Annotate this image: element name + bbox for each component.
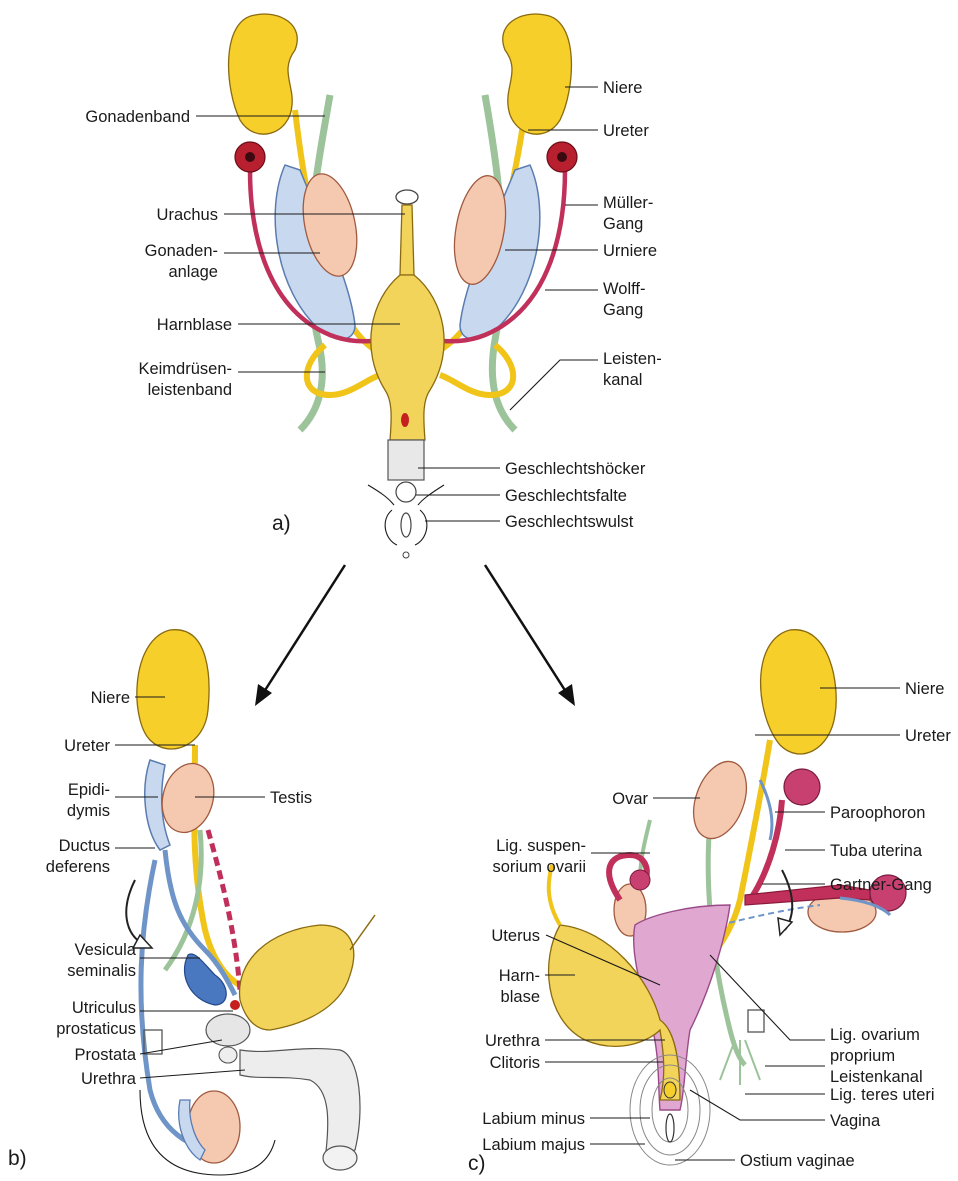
label-niere-a: Niere — [603, 79, 642, 97]
label-harnblase: Harnblase — [157, 316, 232, 334]
label-lig-susp-1: Lig. suspen- — [496, 837, 586, 855]
label-ureter-c: Ureter — [905, 727, 951, 745]
label-clitoris: Clitoris — [490, 1054, 540, 1072]
kidney-right — [503, 14, 572, 134]
bladder-b — [240, 925, 354, 1030]
label-testis: Testis — [270, 789, 312, 807]
label-leisten-1: Leisten- — [603, 350, 662, 368]
label-utriculus-2: prostaticus — [56, 1020, 136, 1038]
label-harnblase-c-1: Harn- — [499, 967, 540, 985]
label-tuba: Tuba uterina — [830, 842, 923, 860]
label-epididymis-1: Epidi- — [68, 781, 110, 799]
label-prostata: Prostata — [75, 1046, 137, 1064]
label-urachus: Urachus — [157, 206, 218, 224]
panel-b-labels: Niere Ureter Epidi- dymis Testis Ductus … — [8, 689, 312, 1170]
label-geschlechtsfalte: Geschlechtsfalte — [505, 487, 627, 505]
label-gonadenanlage-2: anlage — [168, 263, 218, 281]
kidney-b — [137, 630, 209, 749]
label-keimdruesen-2: leistenband — [148, 381, 232, 399]
label-niere-b: Niere — [91, 689, 130, 707]
panel-label-a: a) — [272, 512, 291, 535]
label-vesicula-1: Vesicula — [75, 941, 137, 959]
label-ductus-2: deferens — [46, 858, 110, 876]
panel-label-c: c) — [468, 1152, 486, 1175]
label-gartner: Gartner-Gang — [830, 876, 932, 894]
label-geschlechtswulst: Geschlechtswulst — [505, 513, 634, 531]
panel-b-illustration — [126, 630, 375, 1175]
label-gonadenband: Gonadenband — [85, 108, 190, 126]
label-leisten-2: kanal — [603, 371, 642, 389]
label-keimdruesen-1: Keimdrüsen- — [138, 360, 232, 378]
label-mueller-1: Müller- — [603, 194, 653, 212]
label-wolff-1: Wolff- — [603, 280, 645, 298]
label-uterus: Uterus — [491, 927, 540, 945]
label-leistenkanal: Leistenkanal — [830, 1068, 923, 1086]
label-lig-ovarium-1: Lig. ovarium — [830, 1026, 920, 1044]
label-ureter-a: Ureter — [603, 122, 649, 140]
label-lig-susp-2: sorium ovarii — [492, 858, 586, 876]
label-urethra-c: Urethra — [485, 1032, 541, 1050]
label-urethra-b: Urethra — [81, 1070, 137, 1088]
label-ureter-b: Ureter — [64, 737, 110, 755]
label-harnblase-c-2: blase — [501, 988, 540, 1006]
label-niere-c: Niere — [905, 680, 944, 698]
panel-a-labels: Gonadenband Urachus Gonaden- anlage Harn… — [85, 79, 661, 535]
label-paroophoron: Paroophoron — [830, 804, 925, 822]
label-epididymis-2: dymis — [67, 802, 110, 820]
label-ductus-1: Ductus — [59, 837, 110, 855]
label-gonadenanlage-1: Gonaden- — [145, 242, 218, 260]
ovary-c — [684, 754, 756, 846]
label-ostium: Ostium vaginae — [740, 1152, 855, 1170]
label-vagina: Vagina — [830, 1112, 881, 1130]
development-arrows — [255, 565, 575, 706]
label-geschlechtshoecker: Geschlechtshöcker — [505, 460, 646, 478]
label-wolff-2: Gang — [603, 301, 643, 319]
label-utriculus-1: Utriculus — [72, 999, 136, 1017]
label-labium-majus: Labium majus — [482, 1136, 585, 1154]
label-mueller-2: Gang — [603, 215, 643, 233]
label-urniere: Urniere — [603, 242, 657, 260]
label-labium-minus: Labium minus — [482, 1110, 585, 1128]
label-ovar: Ovar — [612, 790, 648, 808]
label-vesicula-2: seminalis — [67, 962, 136, 980]
panel-label-b: b) — [8, 1147, 27, 1170]
label-lig-ovarium-2: proprium — [830, 1047, 895, 1065]
label-lig-teres: Lig. teres uteri — [830, 1086, 935, 1104]
